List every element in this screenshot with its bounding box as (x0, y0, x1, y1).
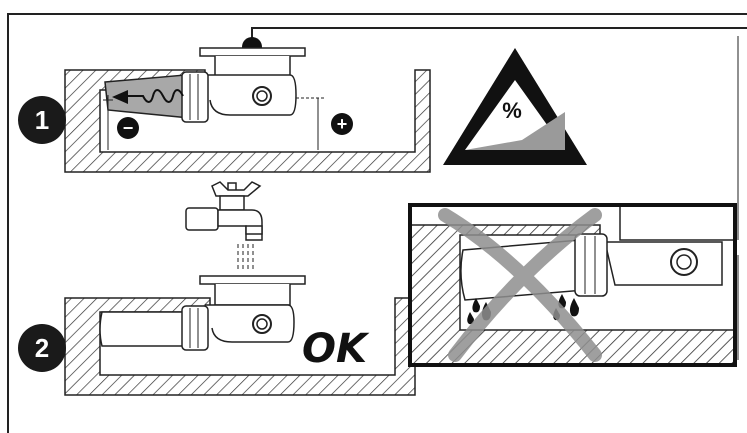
step-2-flange (199, 275, 306, 285)
flow-arrow (112, 90, 128, 104)
step-2-nut (181, 305, 209, 351)
wrong-installation-inset (408, 203, 737, 367)
step-1-number: 1 (35, 105, 49, 135)
percent-label: % (502, 98, 522, 123)
step-2-elbow (205, 304, 295, 343)
step-2-number: 2 (35, 333, 49, 363)
step-2-illustration: OK 2 (18, 275, 416, 396)
step-2-badge (18, 324, 66, 372)
prohibited-cross-icon (438, 208, 602, 362)
inset-border (408, 203, 737, 367)
step-1-elbow (205, 74, 297, 116)
step-1-badge (18, 96, 66, 144)
step-2-hose (99, 311, 187, 347)
water-stream (237, 244, 254, 272)
water-tap-icon (185, 181, 263, 241)
svg-text:−: − (123, 118, 134, 138)
callout-line (251, 27, 747, 45)
outer-frame (7, 13, 747, 433)
step-1-nut (181, 71, 209, 123)
svg-text:+: + (337, 114, 348, 134)
inclination-warning-icon: % (443, 48, 587, 165)
minus-sign-icon (117, 117, 139, 139)
inset-nut (574, 233, 608, 297)
ok-label: OK (302, 326, 370, 372)
step-1-flange (199, 47, 306, 57)
plus-sign-icon (331, 113, 353, 135)
step-1-illustration: − + 1 (18, 47, 431, 173)
